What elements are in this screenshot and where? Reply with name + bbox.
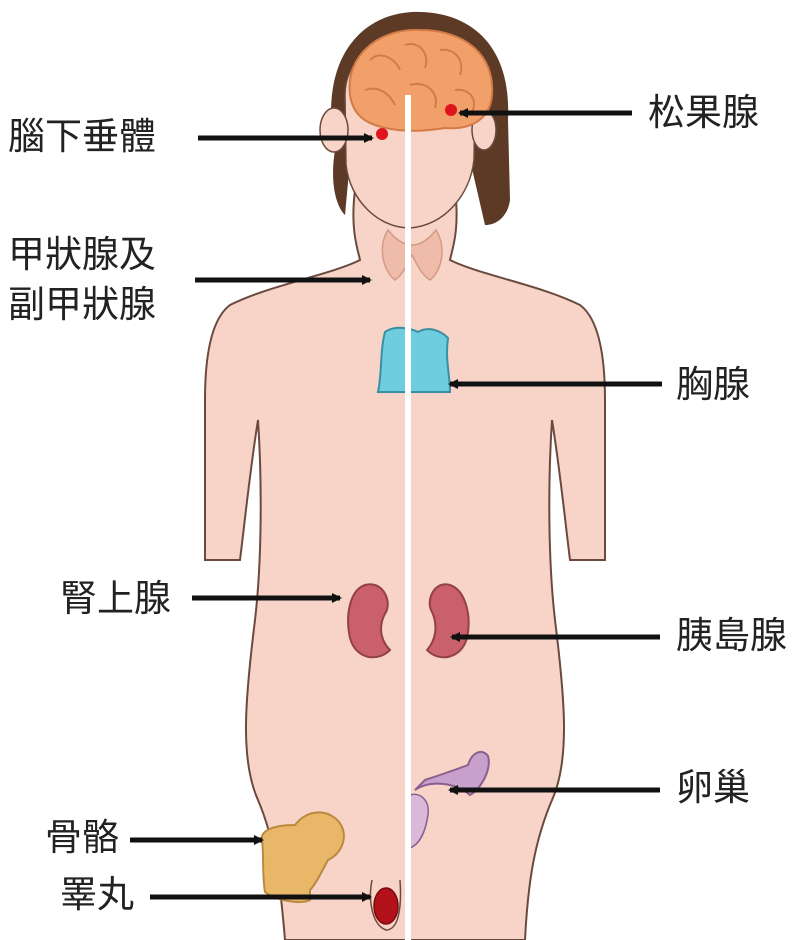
label-pituitary: 腦下垂體 xyxy=(8,114,156,160)
label-adrenal: 腎上腺 xyxy=(60,576,171,622)
label-ovary: 卵巢 xyxy=(676,765,750,811)
thymus xyxy=(378,328,450,392)
label-thyroid-line2: 副甲狀腺 xyxy=(8,282,156,328)
label-pineal: 松果腺 xyxy=(648,90,759,136)
label-testis: 睪丸 xyxy=(60,872,134,918)
pineal-dot xyxy=(445,104,457,116)
center-divider xyxy=(405,95,411,940)
label-bone: 骨骼 xyxy=(45,815,119,861)
brain xyxy=(350,30,493,131)
label-thymus: 胸腺 xyxy=(676,362,750,408)
testis xyxy=(374,888,398,924)
left-ear xyxy=(320,108,348,152)
label-thyroid-line1: 甲狀腺及 xyxy=(8,232,156,278)
pituitary-dot xyxy=(376,128,388,140)
label-pancreas: 胰島腺 xyxy=(676,613,787,659)
